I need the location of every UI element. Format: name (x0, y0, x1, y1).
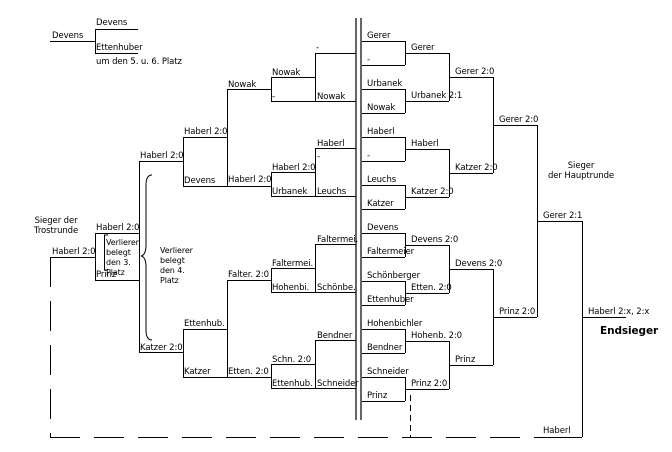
label-gerer-a: Gerer (367, 31, 391, 41)
label-bendner-r0: Bendner (317, 331, 353, 341)
label-haberl-r3a: Haberl 2:0 (184, 127, 228, 137)
label-nowak-a: Nowak (367, 103, 396, 113)
label-dash-1: - (316, 43, 319, 53)
label-dash-4: - (367, 55, 370, 65)
label-gerer-d: Gerer 2:0 (499, 115, 539, 125)
main-title: Sieger der Hauptrunde (548, 161, 615, 181)
label-ettenhub-r3: Ettenhub. (184, 319, 225, 329)
label-haberl-r4: Haberl 2:0 (140, 151, 184, 161)
loser-note-3: Verlierer belegt den 3. Platz (106, 238, 139, 277)
label-devens-a: Devens (367, 223, 399, 233)
label-etten-r2: Etten. 2:0 (228, 367, 269, 377)
label-leuchs-r0: Leuchs (317, 187, 347, 197)
consolation-title: Sieger der Trostrunde (34, 216, 79, 236)
label-prinz-cons: Prinz (96, 270, 117, 280)
loser-brace (140, 174, 153, 341)
label-haberl-r1: Haberl 2:0 (272, 163, 316, 173)
label-dash-5: - (367, 151, 370, 161)
label-gerer-b: Gerer (411, 43, 435, 53)
label-devens-top: Devens (96, 18, 128, 28)
label-falter-r2: Falter. 2:0 (228, 270, 269, 280)
label-gerer-final: Gerer 2:1 (543, 211, 583, 221)
placement-note: um den 5. u. 6. Platz (96, 57, 182, 67)
label-hohenbichler-a: Hohenbichler (367, 319, 423, 329)
label-hohenbi-r1: Hohenbi. (272, 283, 310, 293)
label-ettenhuber-top: Ettenhuber (96, 43, 143, 53)
label-haberl-r2: Haberl 2:0 (228, 175, 272, 185)
label-faltermeier-a: Faltermeier (367, 247, 415, 257)
label-nowak-r1: Nowak (272, 68, 301, 78)
label-ettenhuber-a: Ettenhuber (367, 295, 414, 305)
label-bendner-a: Bendner (367, 343, 403, 353)
label-katzer-a: Katzer (367, 199, 394, 209)
label-katzer-c: Katzer 2:0 (455, 163, 498, 173)
label-prinz-b: Prinz 2:0 (411, 379, 448, 389)
label-hohenb-b: Hohenb. 2:0 (411, 331, 462, 341)
label-haberl-bottom: Haberl (543, 426, 571, 436)
label-devens-b: Devens 2:0 (411, 235, 459, 245)
label-katzer-b: Katzer 2:0 (411, 187, 454, 197)
label-gerer-c: Gerer 2:0 (455, 67, 495, 77)
label-schneider-a: Schneider (367, 367, 409, 377)
label-leuchs-a: Leuchs (367, 175, 397, 185)
label-devens-r3: Devens (184, 176, 216, 186)
label-haberl-cons-b: Haberl 2:0 (52, 247, 96, 257)
label-schoenberger-a: Schönberger (367, 271, 421, 281)
label-devens-c: Devens 2:0 (455, 259, 503, 269)
label-haberl-a: Haberl (367, 127, 395, 137)
label-urbanek-b: Urbanek 2:1 (411, 91, 463, 101)
label-faltermei-r0: Faltermei. (317, 235, 359, 245)
label-katzer-r4: Katzer 2:0 (140, 343, 183, 353)
label-schneider-r0: Schneider (317, 379, 359, 389)
label-prinz-d: Prinz 2:0 (499, 307, 536, 317)
label-nowak-r0: Nowak (317, 92, 346, 102)
label-dash-2: - (272, 92, 275, 102)
label-etten-b: Etten. 2:0 (411, 283, 452, 293)
final-winner-label: Endsieger (600, 325, 659, 337)
label-nowak-r2: Nowak (228, 80, 257, 90)
label-urbanek-r1: Urbanek (272, 187, 308, 197)
label-schn-r1: Schn. 2:0 (272, 355, 312, 365)
label-urbanek-a: Urbanek (367, 79, 403, 89)
label-dash-3: - (317, 152, 320, 162)
label-haberl-r0: Haberl (317, 139, 345, 149)
label-prinz-a: Prinz (367, 391, 388, 401)
loser-note-4: Verlierer belegt den 4. Platz (160, 246, 193, 285)
label-ettenhub-r1: Ettenhub. (272, 379, 313, 389)
label-schoenbe-r0: Schönbe. (317, 283, 356, 293)
label-faltermei-r1: Faltermei. (272, 259, 314, 269)
label-haberl-final: Haberl 2:x, 2:x (588, 307, 650, 317)
label-haberl-cons-a: Haberl 2:0 (96, 223, 140, 233)
label-devens-left: Devens (52, 31, 84, 41)
label-katzer-r3: Katzer (184, 367, 211, 377)
label-haberl-b: Haberl (411, 139, 439, 149)
label-prinz-c: Prinz (455, 355, 476, 365)
